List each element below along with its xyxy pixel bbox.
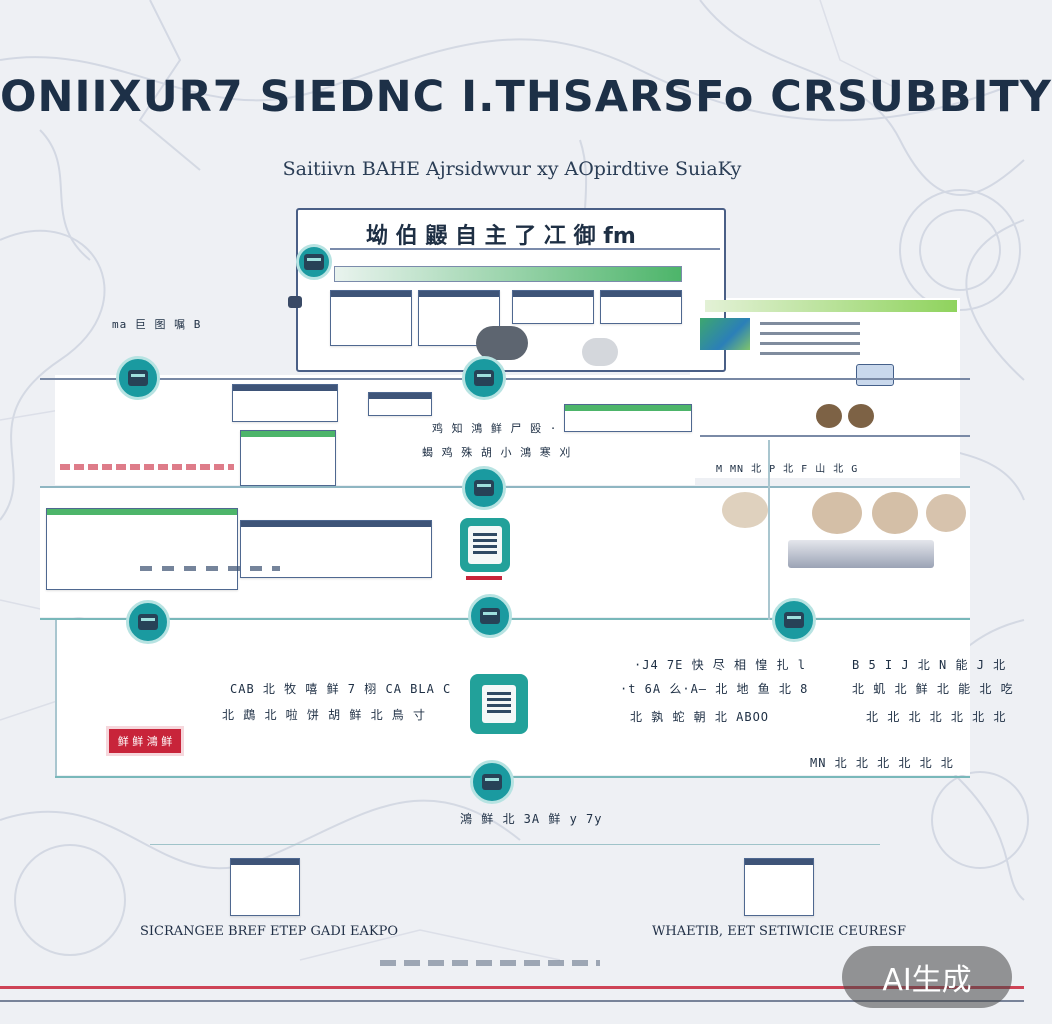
- server-icon: [788, 540, 934, 568]
- right-lower-label-3: 北 北 北 北 北 北 北: [866, 710, 1007, 724]
- right-lower-label-1: B 5 I J 北 N 能 J 北: [852, 658, 1007, 672]
- window-6: [240, 430, 336, 486]
- center-mid-label-1: 鸡 知 鴻 鲜 尸 殴 ·: [432, 422, 558, 435]
- map-thumbnail: [700, 318, 750, 350]
- robot-icon-4: [812, 492, 862, 534]
- robot-icon-6: [926, 494, 966, 532]
- footer-rule: [150, 844, 880, 845]
- footer-red-stripe: [0, 986, 1024, 989]
- robot-icon-5: [872, 492, 918, 534]
- center-lower-label-2: ·t 6A 么·A– 北 地 鱼 北 8: [620, 682, 809, 696]
- document-red-line: [466, 576, 502, 580]
- screen-icon: [296, 244, 332, 280]
- right-rule: [700, 435, 970, 437]
- window-8: [564, 404, 692, 432]
- left-lower-label-1: CAB 北 牧 嘻 鲜 7 栩 CA BLA C: [230, 682, 452, 696]
- center-mid-label-2: 蝎 鸡 殊 胡 小 鴻 寒 刈: [422, 446, 572, 459]
- window-7: [368, 392, 432, 416]
- document-icon-1: [460, 518, 510, 572]
- footer-left-title: SICRANGEE BREF ETEP GADI EAKPO: [140, 924, 399, 939]
- frame-tab-icon: [288, 296, 302, 308]
- footer-navy-stripe: [0, 1000, 1024, 1002]
- red-tag: 鲜 鲜 鴻 鲜: [106, 726, 184, 756]
- robot-icon-node-3: [462, 466, 506, 510]
- device-icon: [856, 364, 894, 386]
- robot-icon-node-7: [470, 760, 514, 804]
- red-dash-row: [60, 464, 234, 470]
- window-9: [46, 508, 238, 590]
- right-lower-label-4: MN 北 北 北 北 北 北: [810, 756, 954, 770]
- left-small-label: ma 巨 图 嘱 B: [112, 318, 202, 331]
- center-lower-label-1: ·J4 7E 快 尽 相 惶 扎 l: [634, 658, 806, 672]
- page-title: ONIIXUR7 SIEDNC I.THSARSFo CRSUBBITY: [0, 72, 1052, 122]
- thumb-rows: [760, 322, 860, 362]
- top-frame-title: 坳 伯 鼹 自 主 了 冮 御 fm: [366, 224, 636, 249]
- robot-icon-node-5: [468, 594, 512, 638]
- avatar-cloud-light: [582, 338, 618, 366]
- window-3: [512, 290, 594, 324]
- footer-dash-row: [380, 960, 600, 966]
- connector-vertical-right: [768, 440, 770, 620]
- robot-icon-1: [816, 404, 842, 428]
- robot-icon-node-2: [462, 356, 506, 400]
- robot-icon-node-1: [116, 356, 160, 400]
- robot-icon-node-4: [126, 600, 170, 644]
- window-1: [330, 290, 412, 346]
- frame-rule: [330, 248, 720, 250]
- footer-window-left: [230, 858, 300, 916]
- robot-icon-node-6: [772, 598, 816, 642]
- window-4: [600, 290, 682, 324]
- center-lower-label-3: 北 孰 蛇 朝 北 ABOO: [630, 710, 770, 724]
- robot-icon-3: [722, 492, 768, 528]
- middle-dash-row: [140, 566, 280, 571]
- footer-window-right: [744, 858, 814, 916]
- bottom-center-label: 鴻 鲜 北 3A 鲜 y 7y: [460, 812, 603, 826]
- right-row-label: M MN 北 P 北 F 山 北 G: [716, 464, 859, 475]
- footer-right-title: WHAETIB, EET SETIWICIE CEURESF: [652, 924, 906, 939]
- window-5: [232, 384, 338, 422]
- left-lower-label-2: 北 鵡 北 啦 饼 胡 鲜 北 鳥 寸: [222, 708, 427, 722]
- ai-generated-badge: AI生成: [842, 946, 1012, 1008]
- green-strip: [705, 300, 957, 312]
- red-tag-label: 鲜 鲜 鴻 鲜: [117, 735, 173, 748]
- robot-icon-2: [848, 404, 874, 428]
- right-lower-label-2: 北 虮 北 鲜 北 能 北 吃: [852, 682, 1014, 696]
- connector-vertical-left: [55, 620, 57, 776]
- frame-green-bar: [334, 266, 682, 282]
- page-subtitle: Saitiivn BAHE Ajrsidwvur xy AOpirdtive S…: [282, 158, 742, 180]
- document-icon-2: [470, 674, 528, 734]
- avatar-cloud: [476, 326, 528, 360]
